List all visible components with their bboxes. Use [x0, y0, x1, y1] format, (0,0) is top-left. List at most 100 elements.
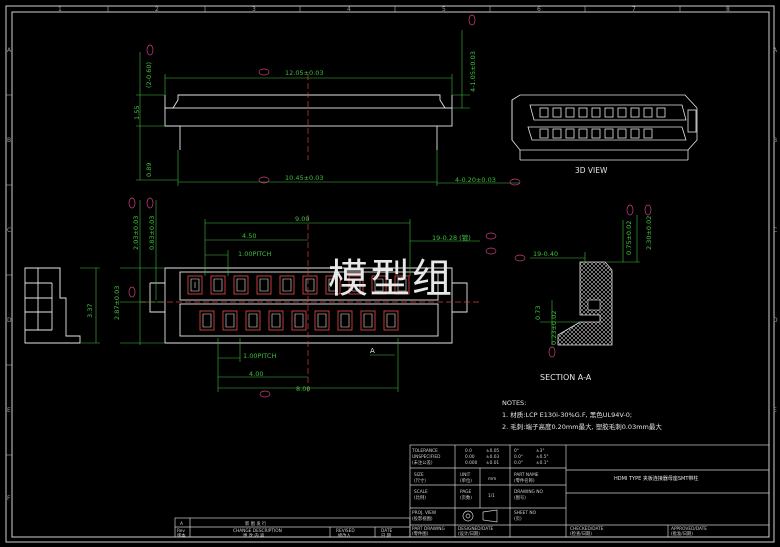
col-label: 1 [58, 6, 62, 13]
col-label: 6 [537, 6, 541, 13]
dim-pitch-top: 1.00PITCH [238, 250, 271, 258]
part-name-cn: (零件名称) [514, 477, 535, 484]
dim-top-width: 12.05±0.03 [285, 69, 324, 77]
tol-value: 0.0° [514, 460, 523, 466]
tolerance-label: TOLERANCE [411, 448, 438, 454]
tol-value: ±0.01 [486, 460, 499, 466]
top-view-dims [136, 30, 520, 186]
border-labels: 1 2 3 4 5 6 7 8 A B C D E F A B C D E [7, 6, 778, 502]
size-label: SIZE [414, 472, 424, 478]
col-label: 8 [726, 6, 730, 13]
view-3d [511, 94, 698, 161]
dim-left-2: 0.83±0.03 [148, 216, 156, 250]
tol-value: 0° [514, 448, 519, 454]
view-3d-label: 3D VIEW [575, 166, 608, 175]
sheet-no-label: SHEET NO [514, 510, 537, 516]
dim-337: 3.37 [86, 304, 94, 318]
dim-pins: 4-0.20±0.03 [455, 176, 496, 184]
row-label: D [773, 317, 778, 324]
dim-right-vertical: 4-1.05±0.03 [469, 51, 477, 92]
row-label: F [7, 495, 11, 502]
tol-value: ±0.05 [486, 448, 499, 454]
tol-value: 0.000 [465, 460, 478, 466]
revised-label: REVISED [336, 528, 355, 534]
note-item: 2. 毛刺:端子高度0.20mm最大, 塑胶毛刺0.03mm最大 [502, 422, 662, 431]
col-label: 5 [442, 6, 446, 13]
date-cn: 日 期 [381, 533, 391, 539]
note-item: 1. 材质:LCP E130i-30%G.F, 黑色UL94V-0; [502, 410, 632, 419]
proj-label: PROJ. VIEW [412, 510, 437, 516]
row-label: A [7, 47, 12, 54]
dim-lead: 19-0.28 (镀) [432, 233, 471, 242]
dim-400: 4.00 [249, 370, 263, 378]
tol-value: 0.0 [465, 448, 472, 454]
page-label: PAGE [460, 489, 472, 495]
dim-pitch-bottom: 1.00PITCH [243, 352, 276, 360]
row-label: B [773, 137, 777, 144]
unit-value: mm [488, 477, 496, 482]
col-label: 4 [347, 6, 351, 13]
part-name-label: PART NAME [514, 472, 539, 478]
rev-label: Rev [177, 528, 185, 534]
part-name-value: HDMI TYPE 夹板连接器母座SMT带柱 [614, 475, 698, 482]
tol-value: ±0.5° [536, 454, 549, 460]
row-label: E [7, 407, 11, 414]
dim-left-mid: 1.55 [133, 106, 141, 120]
designed-cn: (设计/日期) [458, 530, 480, 537]
dim-023: 0.23±0.02 [550, 311, 558, 345]
designed-label: DESIGNED/DATE [458, 526, 493, 532]
section-aa: 19-0.40 0.75±0.02 2.30±0.02 0.73 0.23±0.… [514, 204, 653, 382]
tol-value: 0.0° [514, 454, 523, 460]
proj-cn: (投影视图) [412, 515, 433, 522]
rev-cn: 版本 [177, 532, 186, 539]
change-label: CHANGE DESCRIPTION [233, 528, 282, 534]
dim-800: 8.00 [296, 385, 310, 393]
dim-left-3: 2.87±0.03 [113, 286, 121, 320]
tol-value: 0.00 [465, 454, 475, 460]
dim-bottom-width: 10.45±0.03 [285, 174, 324, 182]
section-label: SECTION A-A [540, 373, 592, 382]
col-label: 7 [632, 6, 636, 13]
rev-row-a-desc: 新 图 发 行 [245, 520, 267, 527]
front-view-dims [120, 200, 480, 392]
dim-left-bottom: 0.89 [145, 163, 153, 177]
watermark: 模型组 [328, 256, 454, 302]
date-label: DATE [381, 528, 392, 534]
drawing-no-label: DRAWING NO [514, 489, 543, 495]
top-view: 12.05±0.03 10.45±0.03 4-0.20±0.03 (2-0.6… [133, 14, 521, 186]
col-label: 2 [155, 6, 159, 13]
unit-label: UNIT [460, 472, 471, 478]
dim-section-pitch: 19-0.40 [533, 250, 558, 258]
tolerance-cn: (未注公差) [412, 459, 433, 466]
approved-label: APPROVED/DATE [671, 526, 707, 532]
drawing-no-cn: (图号) [514, 495, 526, 501]
row-label: C [7, 227, 11, 234]
dim-450: 4.50 [242, 232, 256, 240]
change-cn: 更 改 内 容 [243, 532, 265, 539]
row-label: E [773, 407, 777, 414]
dim-075: 0.75±0.02 [625, 221, 633, 255]
notes-title: NOTES: [502, 399, 526, 407]
border-zone-ticks [6, 6, 681, 456]
row-label: C [773, 227, 777, 234]
row-label: B [7, 137, 11, 144]
sheet-no-cn: (页) [514, 516, 522, 522]
row-label: D [7, 317, 12, 324]
scale-cn: (比例) [414, 494, 426, 501]
projection-symbol [462, 509, 498, 523]
tol-value: ±0.03 [486, 454, 499, 460]
dim-230: 2.30±0.02 [645, 216, 653, 250]
page-cn: (页数) [460, 494, 472, 501]
row-label: A [773, 47, 778, 54]
tol-value: ±3° [536, 448, 544, 454]
revised-cn: 修改人 [338, 532, 352, 539]
section-marker: A [370, 347, 375, 355]
unit-cn: (单位) [460, 477, 472, 484]
part-drawing-cn: (零件图) [412, 530, 429, 537]
rev-row-a: A [180, 521, 183, 527]
side-view [24, 267, 81, 344]
dim-left-1: 2.03±0.03 [132, 216, 140, 250]
3d-pin-slots [539, 107, 666, 139]
